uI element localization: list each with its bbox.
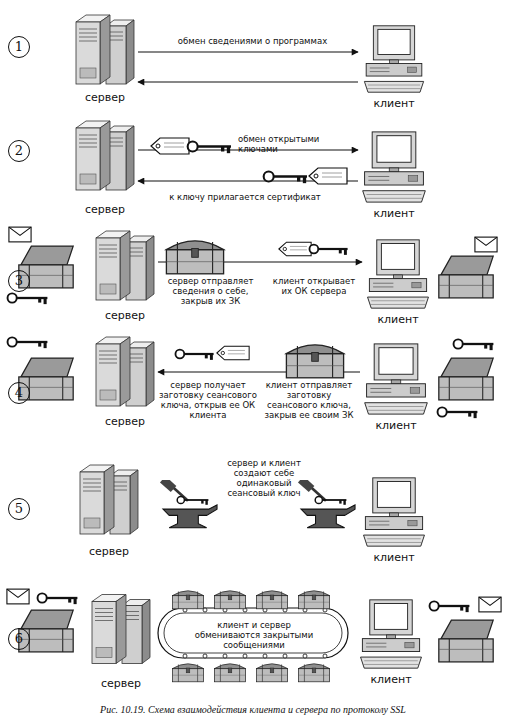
key-icon [38, 593, 78, 604]
tag-icon [151, 138, 189, 154]
callout-number: 1 [8, 36, 30, 58]
server-node: сервер [72, 118, 138, 216]
chest-icon [439, 256, 493, 298]
client-node: клиент [358, 24, 430, 110]
server-icon [80, 465, 138, 534]
edge-label: обмен сведениями о программах [150, 36, 355, 46]
server-icon [92, 595, 150, 664]
server-node: сервер [92, 228, 158, 322]
node-label: клиент [373, 551, 414, 564]
callout-number: 4 [8, 382, 30, 404]
server-node: сервер [92, 334, 158, 428]
client-node: клиент [355, 596, 427, 686]
chest-icon [172, 664, 203, 682]
step-note: сервер и клиент создают себе одинаковый … [222, 458, 306, 498]
edge-label: к ключу прилагается сертификат [160, 192, 330, 202]
client-icon [361, 600, 422, 668]
node-label: клиент [373, 97, 414, 110]
chest-icon [298, 664, 329, 682]
tag-icon [279, 242, 311, 256]
node-label: сервер [105, 309, 145, 322]
callout-number: 2 [8, 140, 30, 162]
chest-icon [19, 246, 73, 288]
callout-number: 3 [8, 270, 30, 292]
server-node: сервер [72, 12, 138, 104]
arrow-connector [138, 51, 358, 52]
key-icon [264, 172, 307, 184]
chest-icon [19, 358, 73, 400]
server-icon [96, 231, 154, 300]
key-icon [8, 293, 48, 304]
step-note: клиент и сервер обмениваются закрытыми с… [190, 620, 318, 650]
key-icon [309, 245, 347, 255]
edge-label: сервер отправляет сведения о себе, закры… [158, 276, 263, 306]
chest-icon [256, 664, 287, 682]
chest-icon [286, 345, 343, 378]
client-icon [364, 26, 423, 92]
client-icon [363, 132, 426, 202]
conveyor-rollers [183, 608, 327, 658]
node-label: клиент [373, 207, 414, 220]
chest-icon [439, 620, 493, 662]
arrow-connector [138, 81, 358, 82]
step-note: сервер получает заготовку сеансового клю… [156, 380, 260, 420]
figure-caption: Рис. 10.19. Схема взаимодействия клиента… [0, 704, 506, 716]
chest-icon [172, 591, 203, 609]
node-label: сервер [89, 545, 129, 558]
chest-icon [439, 358, 493, 400]
client-icon [368, 240, 429, 308]
chest-icon [166, 241, 223, 274]
edge-label: клиент отправляет заготовку сеансового к… [262, 380, 356, 420]
chest-icon [256, 591, 287, 609]
key-icon [454, 339, 494, 350]
client-node: клиент [362, 236, 434, 326]
envelope-icon [9, 227, 31, 242]
key-icon [188, 142, 231, 154]
chest-icon [298, 591, 329, 609]
chest-icon [214, 591, 245, 609]
key-icon [315, 496, 346, 504]
conveyor-loop [164, 613, 342, 653]
anvil-icon [298, 476, 355, 528]
server-icon [96, 337, 154, 406]
server-node: сервер [88, 590, 154, 690]
node-label: клиент [377, 313, 418, 326]
key-icon [175, 350, 213, 360]
node-label: клиент [370, 673, 411, 686]
client-icon [364, 478, 425, 546]
node-label: клиент [375, 419, 416, 432]
client-node: клиент [360, 340, 432, 432]
key-icon [8, 337, 48, 348]
key-icon [430, 601, 470, 612]
callout-number: 5 [8, 498, 30, 520]
chest-icon [19, 610, 73, 652]
server-node: сервер [76, 462, 142, 558]
envelope-icon [7, 589, 29, 604]
envelope-icon [475, 237, 497, 252]
key-icon [438, 407, 478, 418]
node-label: сервер [101, 677, 141, 690]
tag-icon [217, 346, 249, 360]
envelope-icon [479, 597, 501, 612]
conveyor-loop [158, 608, 348, 658]
client-node: клиент [358, 474, 430, 564]
step-note: клиент открывает их ОК сервера [268, 276, 360, 296]
chest-icon [214, 664, 245, 682]
node-label: сервер [105, 415, 145, 428]
callout-number: 6 [8, 628, 30, 650]
client-icon [365, 344, 428, 414]
key-icon [177, 496, 208, 504]
server-icon [76, 121, 134, 190]
tag-icon [309, 168, 347, 184]
node-label: сервер [85, 91, 125, 104]
client-node: клиент [358, 128, 430, 220]
node-label: сервер [85, 203, 125, 216]
anvil-icon [160, 476, 217, 528]
edge-label: обмен открытыми ключами [238, 134, 356, 154]
server-icon [76, 15, 134, 84]
